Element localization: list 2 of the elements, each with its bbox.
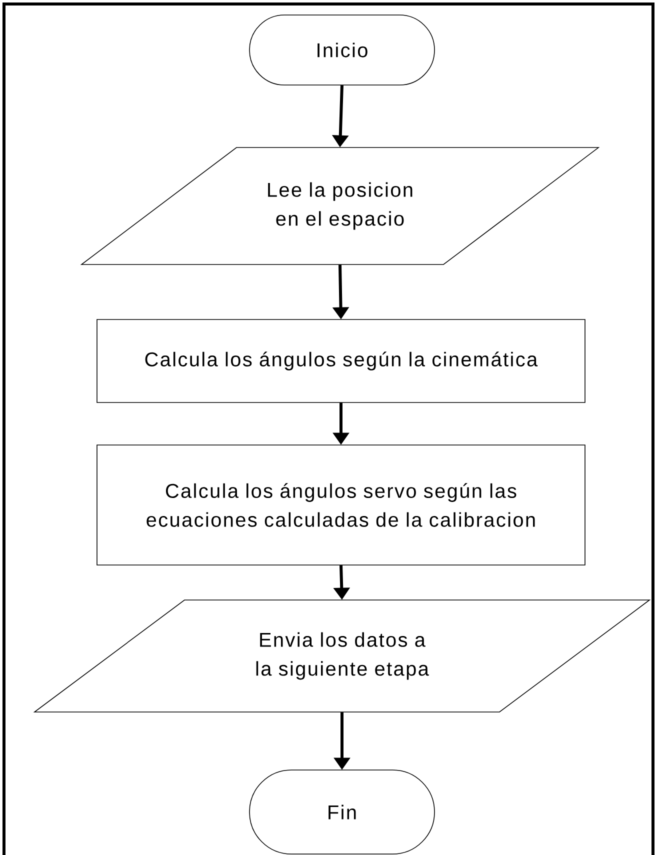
process-box: Calcula los ángulos según la cinemática (96, 319, 586, 403)
process-box: Calcula los ángulos servo según las ecuaciones calculadas de la calibracion (96, 444, 586, 566)
